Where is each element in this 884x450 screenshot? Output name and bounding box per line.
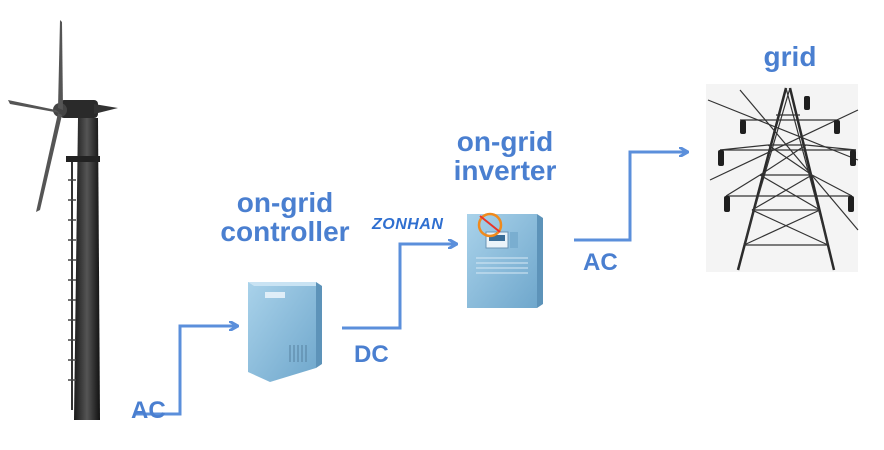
inverter-brand-text: ZONHAN (372, 216, 444, 233)
arrow-dc-controller-to-inverter (342, 244, 455, 330)
inverter-label-line-2: inverter (453, 155, 557, 187)
turbine-blade (8, 100, 60, 113)
arrow-ac-inverter-to-grid (574, 152, 686, 242)
edge-label-ac-turbine: AC (131, 397, 166, 424)
turbine-tail (94, 104, 118, 114)
brand-logo (477, 212, 503, 238)
inverter-label-line-1: on-grid (456, 126, 554, 157)
turbine-platform (66, 156, 100, 162)
grid-label: grid (763, 41, 817, 72)
inverter-label: on-grid inverter (440, 127, 570, 186)
controller-label-line-2: controller (220, 216, 350, 248)
controller-device (248, 282, 322, 382)
turbine-tower (74, 118, 100, 420)
controller-label: on-grid controller (210, 188, 360, 247)
edge-label-dc: DC (354, 341, 389, 368)
turbine-nacelle (60, 100, 98, 118)
turbine-blade (58, 20, 63, 110)
wind-turbine (8, 20, 118, 420)
arrow-ac-turbine-to-controller (134, 326, 236, 416)
edge-label-ac-grid: AC (583, 249, 618, 276)
turbine-hub (53, 103, 67, 117)
grid-tower (706, 84, 859, 272)
turbine-blade (36, 113, 62, 212)
inverter-device (467, 212, 543, 308)
controller-label-line-1: on-grid (236, 187, 334, 218)
